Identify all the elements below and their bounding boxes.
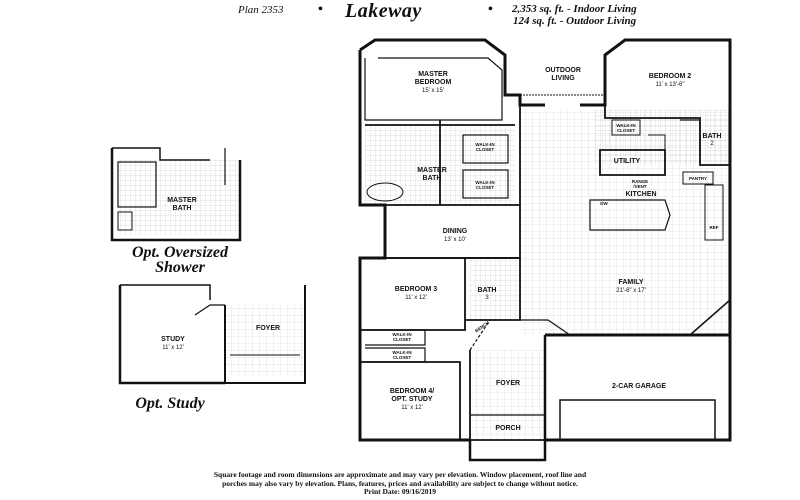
- outdoor-living-label: LIVING: [551, 75, 575, 82]
- opt-shower-plan: [110, 147, 242, 242]
- opt-shower-caption-line1: Opt. Oversized: [132, 244, 228, 261]
- garage-label: 2-CAR GARAGE: [612, 383, 666, 390]
- walkin-closet-b3-label: CLOSET: [393, 337, 412, 342]
- foyer-tile: [470, 350, 545, 440]
- outdoor-living-label: OUTDOOR: [545, 67, 581, 74]
- bath2-label: BATH: [703, 133, 722, 140]
- print-date: Print Date: 09/16/2019: [363, 487, 437, 496]
- opt-shower-caption-line2: Shower: [155, 259, 205, 276]
- utility-label: UTILITY: [614, 158, 641, 165]
- disclaimer-line: Square footage and room dimensions are a…: [213, 470, 587, 479]
- header-bullet: •: [318, 2, 323, 17]
- walkin-closet-b3-label: WALK-IN: [392, 332, 411, 337]
- dw-label: DW: [600, 201, 608, 206]
- bedroom4-label: BEDROOM 4/: [390, 388, 434, 395]
- opt-foyer-label: FOYER: [256, 325, 280, 332]
- family-dims: 21'-6" x 17': [616, 288, 645, 294]
- opt-study-plan: [118, 284, 306, 385]
- walkin-closet-b2-label: WALK-IN: [616, 123, 635, 128]
- bath3-tile: [470, 260, 520, 320]
- range-vent-label: RANGE: [632, 179, 648, 184]
- pantry-label: PANTRY: [689, 176, 707, 181]
- bedroom3-label: BEDROOM 3: [395, 286, 438, 293]
- master-bedroom-label: MASTER: [418, 71, 448, 78]
- bedroom3-dims: 11' x 12': [405, 295, 427, 301]
- bath3-label: BATH: [478, 287, 497, 294]
- master-bedroom-label: BEDROOM: [415, 79, 452, 86]
- plan-name: Lakeway: [345, 0, 422, 22]
- walkin-closet-b2-label: CLOSET: [617, 128, 636, 133]
- bath3-label: 3: [485, 295, 489, 301]
- master-bedroom-dims: 15' x 15': [422, 88, 444, 94]
- outdoor-living-area: 124 sq. ft. - Outdoor Living: [513, 15, 637, 27]
- disclaimer-line: porches may also vary by elevation. Plan…: [222, 478, 578, 488]
- family-label: FAMILY: [618, 279, 643, 286]
- bedroom2-dims: 11' x 13'-6": [656, 82, 685, 88]
- dining-label: DINING: [443, 228, 468, 235]
- opt-study-caption: Opt. Study: [135, 395, 205, 412]
- walkin-closet-m2-label: WALK-IN: [475, 180, 494, 185]
- walkin-closet-m2-label: CLOSET: [476, 185, 495, 190]
- bath2-label: 2: [710, 141, 714, 147]
- walkin-closet-b4-label: CLOSET: [393, 355, 412, 360]
- kitchen-label: KITCHEN: [625, 191, 656, 198]
- master-bath-label: BATH: [423, 175, 442, 182]
- opt-shower-caption: Opt. Oversized Shower: [100, 244, 260, 276]
- indoor-living: 2,353 sq. ft. - Indoor Living: [512, 3, 637, 15]
- foyer-label: FOYER: [496, 380, 520, 387]
- bedroom2-label: BEDROOM 2: [649, 73, 692, 80]
- opt-master-bath-label: MASTER: [167, 197, 197, 204]
- dining-dims: 13' x 10': [444, 237, 466, 243]
- square-footage: 2,353 sq. ft. - Indoor Living 124 sq. ft…: [512, 3, 637, 27]
- walkin-closet-m1-label: CLOSET: [476, 147, 495, 152]
- header-bullet: •: [488, 2, 493, 17]
- disclaimer-footer: Square footage and room dimensions are a…: [140, 470, 660, 497]
- opt-study-label: STUDY: [161, 336, 185, 343]
- master-bath-label: MASTER: [417, 167, 447, 174]
- ref-label: REF: [710, 225, 719, 230]
- bedroom4-label: OPT. STUDY: [391, 396, 433, 403]
- walkin-closet-m1-label: WALK-IN: [475, 142, 494, 147]
- opt-master-bath-label: BATH: [173, 205, 192, 212]
- range-vent-label: /VENT: [633, 184, 647, 189]
- porch-label: PORCH: [495, 425, 520, 432]
- plan-number: Plan 2353: [238, 4, 284, 16]
- main-plan: [358, 38, 732, 462]
- bath2-tile: [595, 110, 730, 165]
- opt-study-dims: 11' x 12': [162, 345, 184, 351]
- bedroom4-dims: 11' x 12': [401, 405, 423, 411]
- walkin-closet-b4-label: WALK-IN: [392, 350, 411, 355]
